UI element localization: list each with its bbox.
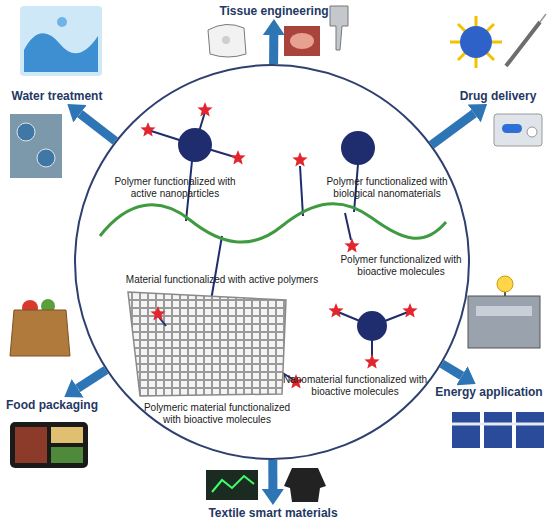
concept-label: Polymer functionalized with active nanop… <box>100 176 250 200</box>
bioactive-star <box>150 306 165 320</box>
application-name: Textile smart materials <box>192 505 354 521</box>
pills-image <box>494 114 542 146</box>
bioactive-star <box>364 354 379 368</box>
pills-image <box>502 124 522 133</box>
water-image <box>20 6 102 76</box>
water-image <box>24 33 98 72</box>
bioactive-star <box>328 303 343 317</box>
nanoparticle <box>178 128 212 162</box>
linker-stem <box>345 213 351 240</box>
battery-image <box>516 412 544 448</box>
scaffold-image <box>208 24 246 57</box>
nanocarrier-image <box>460 26 492 58</box>
nanoparticle <box>341 131 375 165</box>
battery-image <box>452 412 480 448</box>
circle-outline <box>75 65 469 459</box>
application-arrow <box>269 35 278 64</box>
device-image <box>468 296 540 348</box>
sensor-textile-image <box>212 476 254 492</box>
tray-image <box>51 447 83 463</box>
battery-image <box>484 412 512 448</box>
device-image <box>504 292 506 296</box>
application-name: Tissue engineering <box>212 3 336 19</box>
nanoparticle <box>357 311 387 341</box>
application-arrow <box>442 364 462 376</box>
application-label: Tissue engineering <box>212 3 336 19</box>
water-image <box>57 17 67 27</box>
application-name: Water treatment <box>2 88 112 104</box>
application-arrow <box>268 460 277 489</box>
nanocarrier-image <box>450 16 502 68</box>
application-name: Drug delivery <box>452 88 544 104</box>
concept-label: Nanomaterial functionalized with bioacti… <box>280 374 430 398</box>
application-arrow <box>80 114 115 141</box>
sensor-textile-image <box>206 470 258 500</box>
functionalization-circle: Polymer functionalized with active nanop… <box>74 64 470 460</box>
implant-image <box>330 6 348 50</box>
tray-image <box>10 422 88 468</box>
tray-image <box>15 427 47 463</box>
device-image <box>476 306 532 316</box>
application-name: Energy application <box>428 384 550 400</box>
treatment-plant-image <box>10 114 62 178</box>
bioactive-star <box>292 152 307 166</box>
application-label: Drug delivery <box>452 88 544 104</box>
linker-stem <box>300 166 303 216</box>
polymer-chain <box>100 204 446 242</box>
application-label: Energy application <box>428 384 550 400</box>
application-label: Water treatment <box>2 88 112 104</box>
bioactive-star <box>344 238 359 252</box>
device-image <box>497 276 513 292</box>
fabric-mesh <box>128 292 286 396</box>
bioactive-star <box>197 102 212 116</box>
smart-suit-image <box>284 468 326 502</box>
scaffold-image <box>222 36 230 44</box>
syringe-image <box>540 14 546 22</box>
application-name: Food packaging <box>2 397 102 413</box>
concept-label: Polymer functionalized with bioactive mo… <box>338 254 464 278</box>
concept-label: Polymer functionalized with biological n… <box>322 176 452 200</box>
pills-image <box>527 127 537 137</box>
treatment-plant-image <box>37 149 55 167</box>
application-arrow <box>78 370 106 388</box>
surgery-photo <box>284 26 320 56</box>
surgery-photo <box>290 33 314 49</box>
syringe-image <box>506 22 540 66</box>
bioactive-star <box>140 122 155 136</box>
takeaway-box-image <box>10 310 70 356</box>
concept-label: Material functionalized with active poly… <box>112 274 332 286</box>
application-label: Textile smart materials <box>192 505 354 521</box>
application-arrow <box>432 113 475 144</box>
battery-image <box>452 423 544 426</box>
application-label: Food packaging <box>2 397 102 413</box>
bioactive-star <box>402 303 417 317</box>
tray-image <box>51 427 83 443</box>
treatment-plant-image <box>17 123 35 141</box>
concept-label: Polymeric material functionalized with b… <box>142 402 292 426</box>
bioactive-star <box>230 150 245 164</box>
